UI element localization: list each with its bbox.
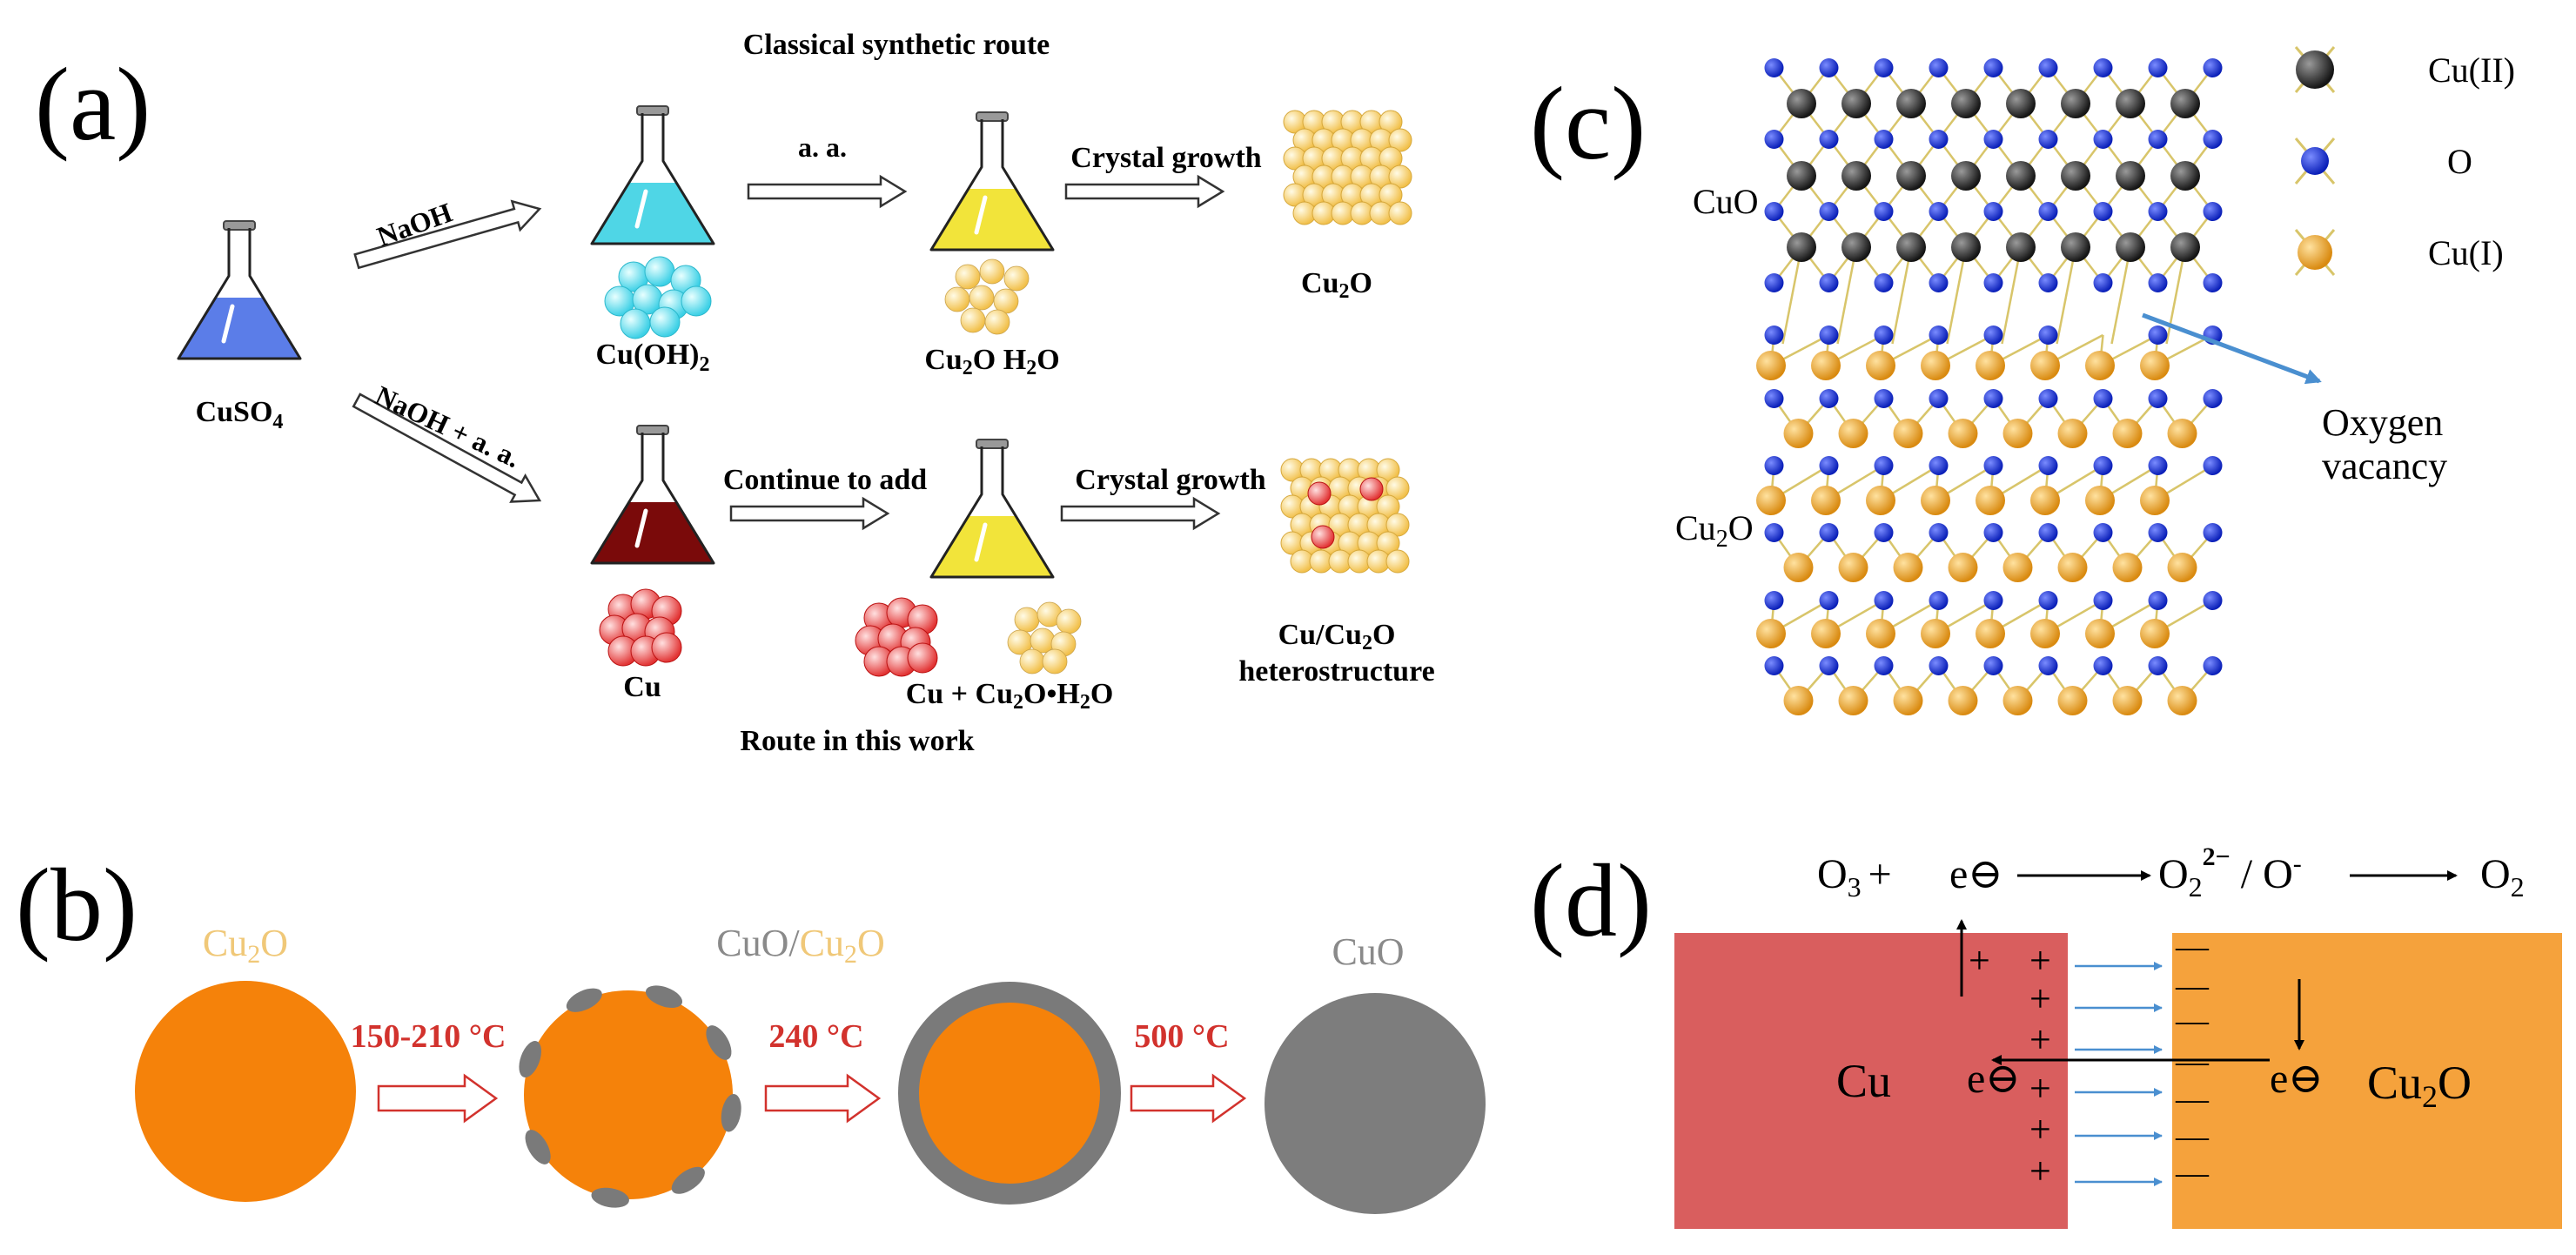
cu2o-h2o-label: Cu2O H2O — [924, 344, 1059, 379]
cuo-patch — [706, 1025, 732, 1060]
arrow-aa — [747, 174, 908, 209]
temp-label-2: 240 °C — [768, 1018, 863, 1055]
panel-b-label: (b) — [16, 847, 138, 963]
negative-charge: — — [2175, 929, 2210, 965]
cu2o-crystal — [1283, 110, 1412, 225]
legend-item: Cu(II) — [2294, 46, 2515, 93]
negative-charge: — — [2175, 968, 2210, 1004]
cu-mix-yellow-spheres — [1007, 601, 1082, 674]
cu-region-label: Cu — [1836, 1055, 1891, 1107]
positive-charge: + — [1969, 939, 1990, 982]
legend-label: Cu(II) — [2428, 50, 2515, 90]
arrow-naoh — [353, 199, 542, 270]
equation-o2: O2 — [2480, 851, 2525, 903]
crystal-growth-label-bottom: Crystal growth — [1075, 464, 1265, 496]
flask-cu2o-h2o — [929, 111, 1055, 252]
flask-cuoh2 — [590, 105, 715, 245]
cuoh2-label: Cu(OH)2 — [596, 339, 710, 376]
cuo-cu2o-label: CuO/Cu2O — [716, 922, 885, 969]
cu-region — [1674, 933, 2068, 1229]
panel-a: (a) Classical synthetic route Route in t… — [35, 29, 1435, 757]
cuo-patch — [525, 1130, 551, 1164]
flask-cu-cu2o — [929, 439, 1055, 579]
positive-charge: + — [2029, 939, 2051, 982]
hetero-label-line2: heterostructure — [1238, 655, 1434, 688]
positive-charge: + — [2029, 1018, 2051, 1061]
cu2o-top-label: Cu2O — [203, 922, 288, 969]
arrow-continue — [729, 496, 890, 531]
cuoh2-spheres — [604, 256, 712, 339]
cu2o-label: Cu2O — [1301, 267, 1372, 303]
panel-c: (c) CuO Cu2O Cu(II) O Cu(I) Oxygen vacancy — [1530, 46, 2515, 715]
cuo-lattice-label: CuO — [1693, 182, 1759, 221]
panel-a-label: (a) — [35, 46, 151, 162]
mixed-sphere — [519, 985, 741, 1208]
aa-label: a. a. — [798, 131, 847, 163]
arrow-heat-1 — [377, 1073, 499, 1124]
negative-charge: — — [2175, 1081, 2210, 1117]
cuo-patch — [591, 1187, 629, 1208]
electron-left-label: e⊖ — [1967, 1056, 2021, 1102]
hetero-label-line1: Cu/Cu2O — [1278, 619, 1396, 654]
cu2o-region — [2172, 933, 2562, 1229]
equation-electron: e⊖ — [1949, 851, 2003, 897]
cuso4-label: CuSO4 — [196, 396, 284, 433]
legend-label: O — [2447, 142, 2472, 181]
positive-charge: + — [2029, 977, 2051, 1020]
panel-d-label: (d) — [1530, 842, 1652, 958]
cuo-patch — [721, 1094, 741, 1132]
positive-charge: + — [2029, 1108, 2051, 1151]
cuo-patch — [519, 1040, 541, 1078]
cu-mix-red-spheres — [855, 597, 938, 677]
legend-item: O — [2294, 138, 2472, 185]
arrow-crystal-top — [1064, 174, 1225, 209]
core-shell-sphere — [898, 982, 1121, 1205]
positive-charge: + — [2029, 1067, 2051, 1110]
equation-o3: O3+ — [1817, 851, 1892, 903]
vacancy-arrow — [2142, 312, 2322, 385]
hetero-crystal — [1280, 458, 1410, 574]
temp-label-1: 150-210 °C — [351, 1018, 506, 1055]
arrow-naoh-aa — [352, 393, 542, 503]
cu2o-sphere — [135, 981, 356, 1202]
cuo-patch — [671, 1166, 705, 1194]
positive-charge: + — [2029, 1150, 2051, 1192]
cuo-top-label: CuO — [1332, 930, 1404, 973]
lattice-atoms — [1756, 58, 2223, 715]
depletion-region — [2068, 933, 2172, 1229]
negative-charge: — — [2175, 1003, 2210, 1039]
cu2o-h2o-spheres — [944, 258, 1030, 335]
panel-c-label: (c) — [1530, 65, 1646, 181]
cuo-patch — [566, 988, 602, 1012]
cu-label: Cu — [623, 671, 661, 703]
crystal-growth-label-top: Crystal growth — [1070, 142, 1261, 174]
equation-peroxide: O22−/ O- — [2158, 842, 2302, 903]
work-route-title: Route in this work — [740, 725, 974, 757]
negative-charge: — — [2175, 1044, 2210, 1080]
panel-b: (b) Cu2O CuO/Cu2O CuO 150-210 °C 240 °C … — [16, 847, 1486, 1214]
temp-label-3: 500 °C — [1134, 1018, 1229, 1055]
vacancy-label-line1: Oxygen — [2322, 401, 2443, 444]
negative-charge: — — [2175, 1118, 2210, 1155]
cu-plus-cu2o-label: Cu + Cu2O•H2O — [906, 678, 1114, 714]
vacancy-label-line2: vacancy — [2322, 445, 2447, 487]
legend-label: Cu(I) — [2428, 233, 2504, 272]
cu2o-region-label: Cu2O — [2367, 1057, 2472, 1114]
cu2o-lattice-label: Cu2O — [1675, 508, 1754, 553]
flask-cu — [590, 425, 715, 565]
flask-cuso4 — [177, 220, 302, 360]
legend-item: Cu(I) — [2294, 229, 2504, 276]
arrow-heat-2 — [764, 1073, 882, 1124]
continue-add-label: Continue to add — [723, 464, 927, 496]
panel-d: (d) O3+ e⊖ O22−/ O- O2 Cu e⊖ e⊖ Cu2O +++… — [1530, 842, 2562, 1229]
cu-spheres — [599, 588, 682, 667]
cuo-sphere — [1265, 993, 1486, 1214]
cuo-patch — [645, 985, 683, 1008]
arrow-heat-3 — [1130, 1073, 1247, 1124]
arrow-crystal-bottom — [1060, 496, 1221, 531]
negative-charge: — — [2175, 1155, 2210, 1191]
classical-route-title: Classical synthetic route — [743, 29, 1050, 61]
electron-right-label: e⊖ — [2270, 1056, 2324, 1102]
